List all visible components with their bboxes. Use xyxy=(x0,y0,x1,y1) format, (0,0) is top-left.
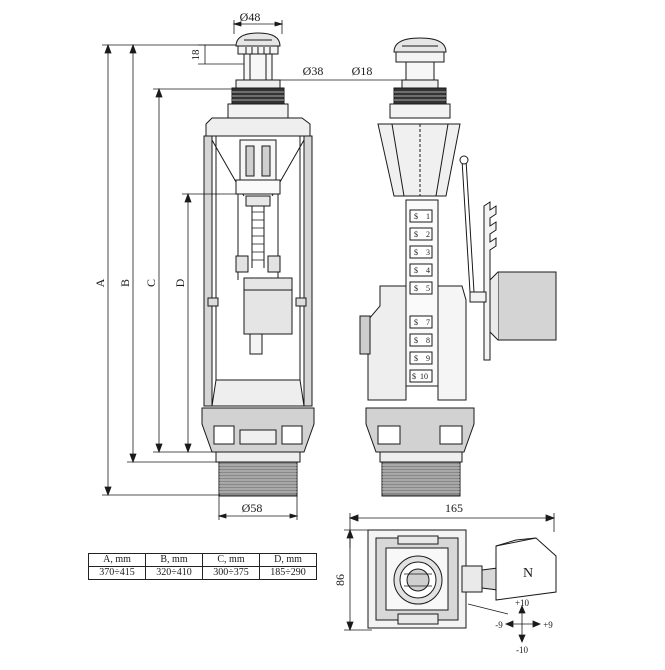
level-mark-4: 4 xyxy=(426,266,430,275)
level-mark-5: 5 xyxy=(426,284,430,293)
bottom-dimension xyxy=(217,496,299,520)
level-mark-1: 1 xyxy=(426,212,430,221)
level-glyph: $ xyxy=(414,336,418,345)
front-stem xyxy=(235,53,281,89)
side-cap xyxy=(393,37,447,89)
level-mark-8: 8 xyxy=(426,336,430,345)
plan-view xyxy=(344,513,557,644)
button-diameter: Ø18 xyxy=(352,64,373,78)
adjust-right: +9 xyxy=(543,620,553,630)
level-mark-2: 2 xyxy=(426,230,430,239)
header-cell: A, mm xyxy=(88,553,146,567)
side-base xyxy=(365,407,475,497)
level-mark-3: 3 xyxy=(426,248,430,257)
value-cell: 320÷410 xyxy=(145,566,203,580)
table-row: 370÷415 320÷410 300÷375 185÷290 xyxy=(88,566,317,580)
front-rails xyxy=(203,135,313,407)
level-glyph: $ xyxy=(414,266,418,275)
plan-width: 165 xyxy=(445,501,463,515)
plan-depth: 86 xyxy=(333,574,347,586)
level-scale xyxy=(405,199,439,387)
level-mark-7: 7 xyxy=(426,318,430,327)
adjust-up: +10 xyxy=(515,598,530,608)
side-view: 1 2 3 4 5 7 8 9 10 $ $ $ $ $ $ $ $ $ xyxy=(359,37,557,497)
table-header-row: A, mm B, mm C, mm D, mm xyxy=(88,553,317,567)
dimension-table: A, mm B, mm C, mm D, mm 370÷415 320÷410 … xyxy=(88,553,317,580)
front-mechanism xyxy=(207,139,307,355)
header-cell: B, mm xyxy=(145,553,203,567)
value-cell: 300÷375 xyxy=(202,566,260,580)
label-c: C xyxy=(144,279,158,287)
side-body xyxy=(359,285,467,401)
side-collar xyxy=(389,87,451,119)
adjust-down: -10 xyxy=(516,645,528,655)
level-glyph: $ xyxy=(414,212,418,221)
cap-diameter: Ø48 xyxy=(240,10,261,24)
level-glyph: $ xyxy=(414,284,418,293)
label-a: A xyxy=(93,278,107,287)
stem-diameter: Ø38 xyxy=(303,64,324,78)
level-mark-10: 10 xyxy=(420,372,428,381)
header-cell: D, mm xyxy=(259,553,317,567)
cap-height: 18 xyxy=(190,49,202,61)
front-frame-top xyxy=(205,117,311,137)
front-base xyxy=(201,379,315,463)
front-cap xyxy=(235,32,281,55)
side-float-arm xyxy=(459,155,557,361)
header-cell: C, mm xyxy=(202,553,260,567)
level-mark-9: 9 xyxy=(426,354,430,363)
level-glyph: $ xyxy=(414,318,418,327)
level-glyph: $ xyxy=(414,354,418,363)
value-cell: 370÷415 xyxy=(88,566,146,580)
adjust-left: -9 xyxy=(495,620,503,630)
level-glyph: $ xyxy=(414,248,418,257)
level-glyph: $ xyxy=(414,230,418,239)
front-view xyxy=(201,32,315,497)
thread-diameter: Ø58 xyxy=(242,501,263,515)
level-glyph: $ xyxy=(412,372,416,381)
float-label: N xyxy=(523,566,533,581)
front-thread xyxy=(218,461,298,497)
label-d: D xyxy=(173,278,187,287)
side-funnel xyxy=(377,123,461,197)
value-cell: 185÷290 xyxy=(259,566,317,580)
height-dimensions xyxy=(102,43,236,497)
front-collar xyxy=(227,87,289,119)
label-b: B xyxy=(118,279,132,287)
